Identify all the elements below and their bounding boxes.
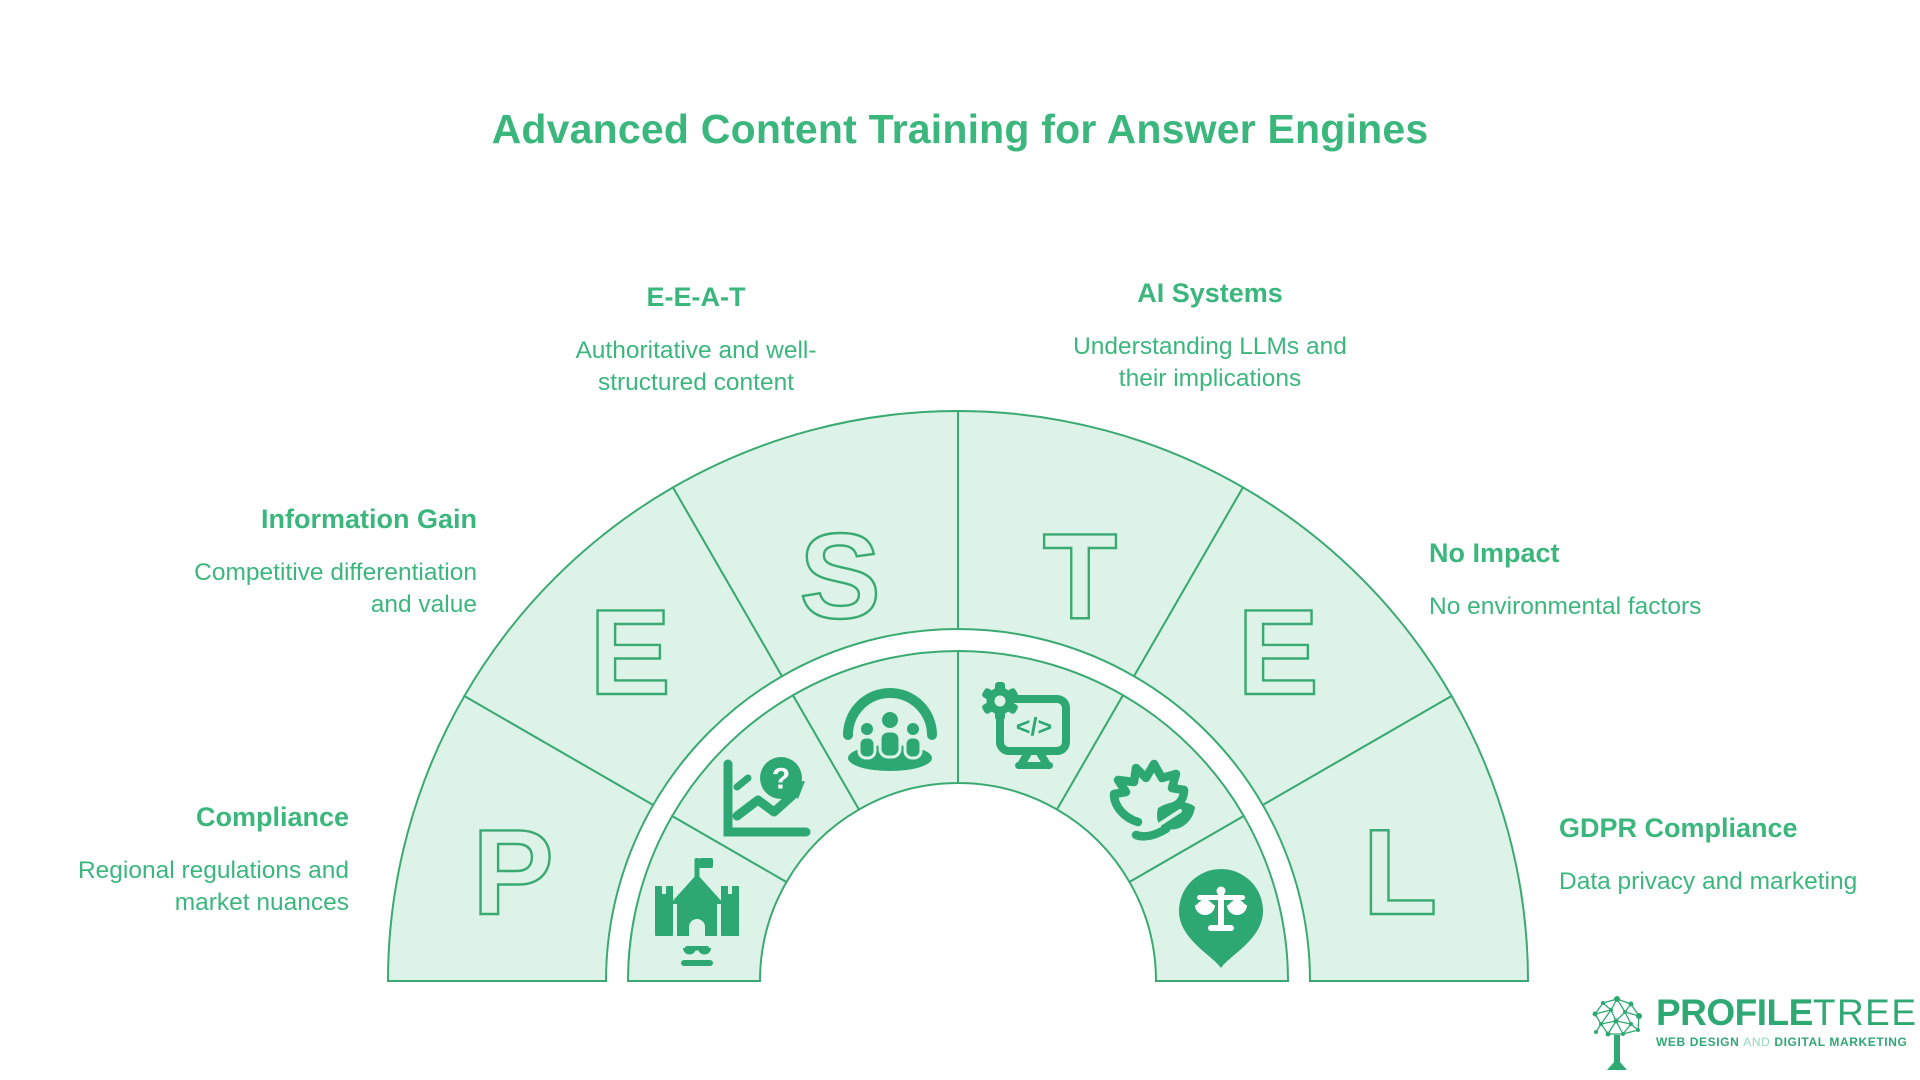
callout-heading: GDPR Compliance [1559,813,1798,843]
people-group-icon [843,688,937,771]
callout-heading: Compliance [195,802,349,832]
monitor-code-icon: </> [982,682,1070,769]
letter-T: T [1043,508,1118,644]
callout-no-impact: No Impact No environmental factors [1429,538,1849,623]
profiletree-logo: PROFILETREE WEB DESIGN AND DIGITAL MARKE… [1588,994,1918,1074]
callout-body: Understanding LLMs and their implication… [1073,333,1347,392]
logo-wordmark: PROFILETREE [1656,994,1918,1032]
scales-pin-icon [1179,869,1263,968]
logo-word-profile: PROFILE [1656,992,1813,1033]
callout-body: Regional regulations and market nuances [77,857,349,916]
outer-letter-ring: P E S T E L [386,409,1530,982]
code-glyph: </> [1016,713,1052,741]
callout-body: Competitive differentiation and value [194,559,477,618]
letter-E2: E [1237,584,1318,720]
segment-legal [1261,694,1530,982]
callout-heading: No Impact [1429,538,1560,568]
callout-body: Data privacy and marketing [1559,868,1858,895]
callout-eeat: E-E-A-T Authoritative and well- structur… [496,282,896,399]
callout-heading: AI Systems [1137,278,1283,308]
leaf-icon [1109,759,1195,841]
tagline-web-design: WEB DESIGN [1656,1035,1740,1049]
callout-ai-systems: AI Systems Understanding LLMs and their … [1010,278,1410,395]
tagline-digital-marketing: DIGITAL MARKETING [1774,1035,1908,1049]
letter-P: P [472,804,553,940]
logo-tagline: WEB DESIGN AND DIGITAL MARKETING [1656,1035,1918,1049]
logo-text: PROFILETREE WEB DESIGN AND DIGITAL MARKE… [1656,994,1918,1050]
callout-compliance: Compliance Regional regulations and mark… [0,802,349,919]
chart-question-icon: ? [723,757,811,837]
government-building-icon [655,858,739,966]
letter-S: S [799,508,880,644]
question-glyph: ? [772,763,790,796]
gear-icon [982,682,1018,720]
letter-L: L [1363,804,1438,940]
tagline-and: AND [1743,1035,1771,1049]
page-title: Advanced Content Training for Answer Eng… [491,106,1429,152]
network-tree-icon [1592,996,1642,1070]
callout-body: No environmental factors [1429,593,1702,620]
logo-word-tree: TREE [1812,992,1918,1033]
letter-E1: E [589,584,670,720]
callout-heading: E-E-A-T [646,282,746,312]
callout-body: Authoritative and well- structured conte… [575,337,817,396]
callout-heading: Information Gain [261,504,477,534]
callout-gdpr-compliance: GDPR Compliance Data privacy and marketi… [1559,813,1920,898]
callout-information-gain: Information Gain Competitive differentia… [57,504,477,621]
